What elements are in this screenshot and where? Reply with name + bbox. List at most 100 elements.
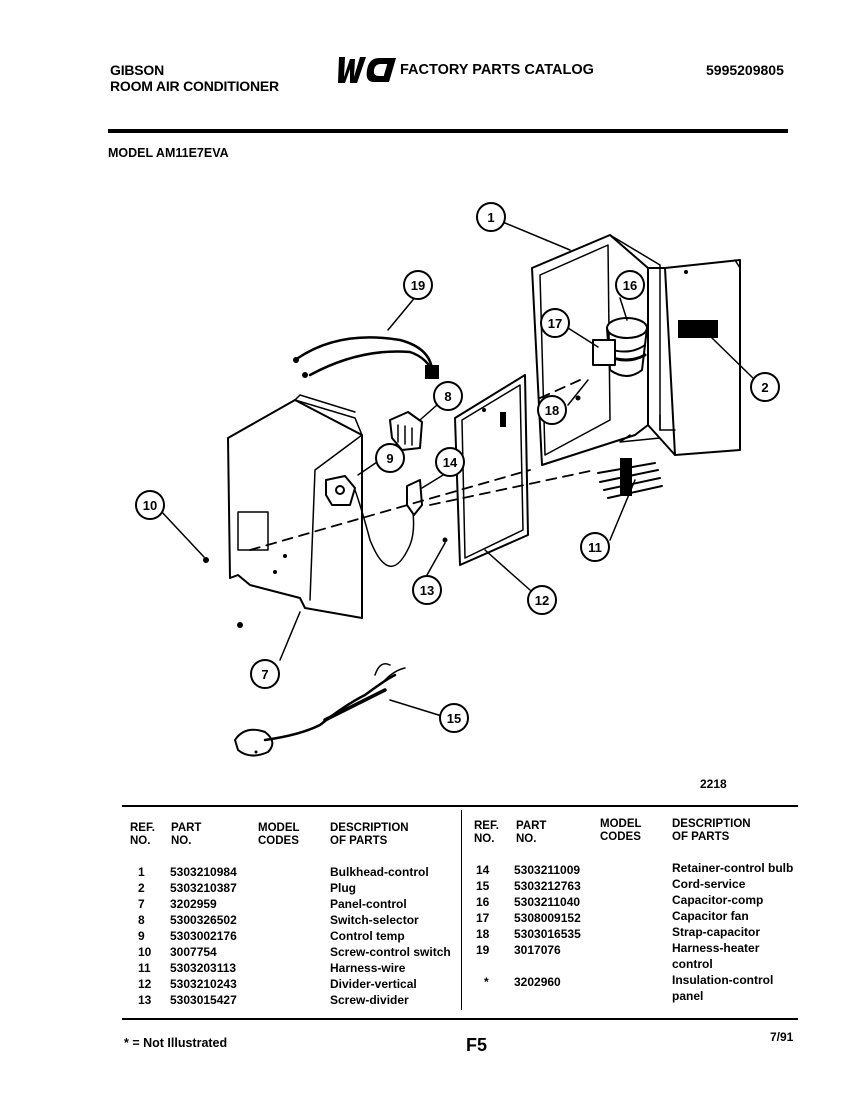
right-part-column: 5303211009 5303212763 5303211040 5308009… [514,862,581,1006]
table-cell: 14 [476,863,490,877]
part-control-temp [325,475,415,567]
table-cell: 10 [138,945,152,959]
table-cell: Divider-vertical [330,977,417,991]
screw-icon [203,557,209,563]
svg-text:14: 14 [443,455,458,470]
part-switch-selector [389,411,423,451]
callout-18: 18 [537,395,567,425]
svg-text:1: 1 [487,210,494,225]
callout-2: 2 [750,372,780,402]
table-cell: 5303210387 [170,881,237,895]
table-cell: Switch-selector [330,913,419,927]
table-cell: 7 [138,897,145,911]
right-desc-column: Retainer-control bulb Cord-service Capac… [672,860,793,1004]
table-cell: 3202960 [514,975,561,989]
table-cell: control [672,957,713,971]
callout-15: 15 [439,703,469,733]
table-cell: 15 [476,879,490,893]
table-column-divider [461,810,462,1010]
table-cell: Screw-divider [330,993,409,1007]
svg-text:7: 7 [261,667,268,682]
table-cell [476,990,489,1006]
callout-11: 11 [580,532,610,562]
table-cell: Harness-wire [330,961,406,975]
svg-text:11: 11 [588,540,602,555]
table-cell: 2 [138,881,145,895]
table-cell: Control temp [330,929,405,943]
part-bulkhead-control [531,234,741,466]
table-cell: 5303203113 [170,961,237,975]
table-cell [514,990,581,1006]
callout-16: 16 [615,270,645,300]
part-panel-control [227,394,363,619]
table-cell: Panel-control [330,897,407,911]
table-cell: 5303210243 [170,977,237,991]
svg-text:19: 19 [411,278,425,293]
footnote: * = Not Illustrated [124,1036,228,1050]
table-cell: Bulkhead-control [330,865,429,879]
catalog-title: FACTORY PARTS CATALOG [400,62,594,78]
table-cell: 16 [476,895,490,909]
right-ref-column: 14 15 16 17 18 19 * [476,862,489,1006]
header-ref-right: REF.NO. [474,820,499,845]
table-cell: Capacitor fan [672,909,749,923]
part-harness-wire [597,458,663,499]
table-cell: 1 [138,865,145,879]
table-cell: 12 [138,977,152,991]
header-rule [108,129,788,133]
callout-9: 9 [375,443,405,473]
date-code: 7/91 [770,1030,794,1044]
table-cell: 18 [476,927,490,941]
table-cell: Plug [330,881,356,895]
callout-12: 12 [527,585,557,615]
leader-lines [159,222,756,718]
table-cell: 5303211040 [514,895,581,909]
table-cell: Cord-service [672,877,746,891]
svg-text:2: 2 [761,380,768,395]
table-cell: 3007754 [170,945,217,959]
svg-text:16: 16 [623,278,637,293]
callout-1: 1 [476,202,506,232]
part-harness-heater [293,336,439,379]
part-divider-vertical [454,374,529,566]
table-cell: 5300326502 [170,913,237,927]
left-desc-column: Bulkhead-control Plug Panel-control Swit… [330,864,451,1008]
table-cell: Screw-control switch [330,945,451,959]
catalog-heading: FACTORY PARTS CATALOG [335,55,594,85]
brand-name: GIBSON [110,62,165,78]
callout-8: 8 [433,381,463,411]
table-top-rule [122,805,798,807]
left-ref-column: 1 2 7 8 9 10 11 12 13 [138,864,151,1008]
table-cell: Capacitor-comp [672,893,764,907]
svg-text:18: 18 [545,403,559,418]
table-cell: 5308009152 [514,911,581,925]
exploded-parts-diagram: 1 2 7 8 9 10 11 12 13 14 15 16 17 18 19 [135,202,780,757]
svg-text:15: 15 [447,711,461,726]
header-ref: REF.NO. [130,822,155,847]
svg-text:8: 8 [444,389,451,404]
svg-text:17: 17 [548,316,562,331]
callout-13: 13 [412,575,442,605]
part-service-cord [234,663,406,757]
table-cell: 13 [138,993,152,1007]
table-cell [514,958,581,974]
table-cell: 8 [138,913,145,927]
callout-7: 7 [250,659,280,689]
table-cell: 5303212763 [514,879,581,893]
table-cell: Retainer-control bulb [672,861,794,875]
table-cell [476,958,489,974]
callout-17: 17 [540,308,570,338]
svg-text:9: 9 [386,451,393,466]
table-cell: 11 [138,961,151,975]
screw-icon [575,395,581,401]
table-cell: 19 [476,943,490,957]
table-cell: 5303015427 [170,993,237,1007]
svg-text:13: 13 [420,583,434,598]
part-retainer-bulb [406,479,423,516]
brand-block: GIBSON ROOM AIR CONDITIONER [110,62,279,94]
table-cell: 9 [138,929,145,943]
